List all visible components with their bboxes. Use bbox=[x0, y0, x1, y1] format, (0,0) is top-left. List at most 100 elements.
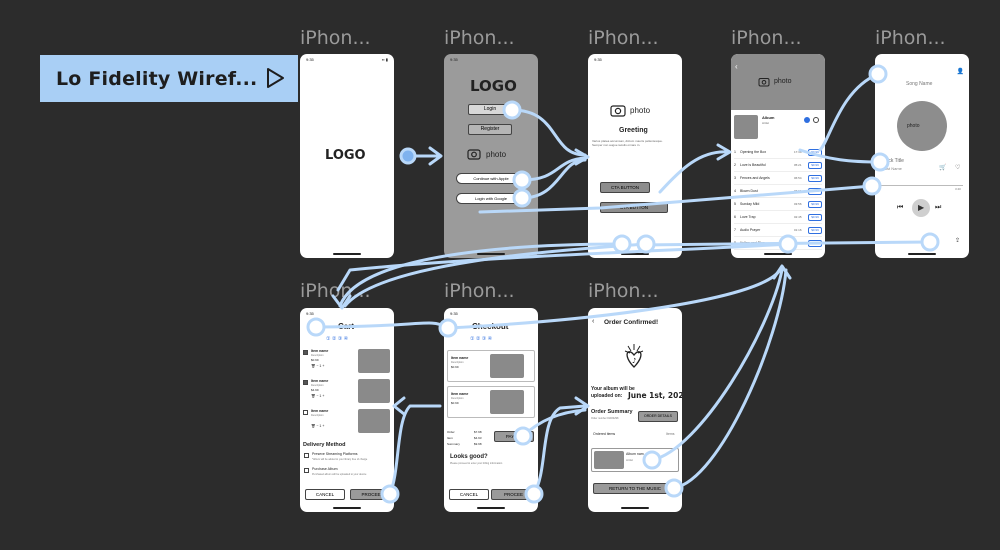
item-price: $4.99 bbox=[311, 388, 319, 392]
heart-icon[interactable]: ♡ bbox=[955, 165, 961, 171]
checkbox[interactable] bbox=[303, 380, 308, 385]
track-number: 4 bbox=[734, 189, 736, 193]
frame-title[interactable]: iPhon... bbox=[731, 27, 802, 49]
play-icon[interactable] bbox=[264, 67, 286, 89]
frame-login[interactable]: 9:35 LOGO Login Register photo Continue … bbox=[444, 54, 538, 258]
item-price: $0.99 bbox=[451, 401, 459, 405]
pay-now-button[interactable]: PAY NO bbox=[494, 431, 534, 442]
back-icon[interactable]: ‹ bbox=[592, 318, 595, 325]
buy-track-button[interactable]: $0.99 bbox=[808, 214, 822, 221]
frame-title[interactable]: iPhon... bbox=[588, 280, 659, 302]
upload-line1: Your album will be bbox=[591, 386, 635, 392]
buy-track-button[interactable]: $0.99 bbox=[808, 201, 822, 208]
frame-title[interactable]: iPhon... bbox=[300, 280, 371, 302]
register-button[interactable]: Register bbox=[468, 124, 512, 135]
login-google-button[interactable]: Login with Google bbox=[456, 193, 526, 204]
connector bbox=[388, 404, 442, 496]
buy-track-button[interactable]: $0.99 bbox=[808, 149, 822, 156]
checkbox[interactable] bbox=[303, 350, 308, 355]
cart-heading: Cart bbox=[338, 322, 355, 331]
play-pause-button[interactable] bbox=[912, 199, 930, 217]
progress-bar[interactable] bbox=[881, 185, 963, 186]
next-icon[interactable]: ⏭ bbox=[935, 204, 942, 211]
photo-label: photo bbox=[486, 150, 507, 159]
shuffle-icon[interactable] bbox=[813, 117, 819, 123]
back-icon[interactable]: ‹ bbox=[735, 62, 738, 71]
frame-title[interactable]: iPhon... bbox=[444, 27, 515, 49]
album-name: Album nam bbox=[626, 452, 644, 456]
track-number: 5 bbox=[734, 202, 736, 206]
share-icon[interactable]: ⇪ bbox=[955, 238, 961, 244]
quantity-stepper[interactable]: 🗑 − 1 + bbox=[311, 424, 325, 428]
track-time: 17:38 bbox=[794, 150, 802, 154]
option-note: Purchased album will be uploaded to your… bbox=[312, 473, 367, 476]
buy-track-button[interactable]: $0.99 bbox=[808, 175, 822, 182]
frame-title[interactable]: iPhon... bbox=[875, 27, 946, 49]
return-to-music-button[interactable]: RETURN TO THE MUSIC bbox=[593, 483, 677, 494]
cta-button[interactable]: CTA BUTTON bbox=[600, 202, 668, 213]
profile-icon[interactable]: 👤 bbox=[956, 69, 964, 75]
login-button[interactable]: Login bbox=[468, 104, 512, 115]
camera-icon bbox=[610, 105, 626, 117]
buy-track-button[interactable]: $0.99 bbox=[808, 188, 822, 195]
proceed-button[interactable]: PROCEE bbox=[491, 489, 536, 500]
arrowhead bbox=[392, 396, 406, 416]
order-details-button[interactable]: ORDER DETAILS bbox=[638, 411, 678, 422]
buy-track-button[interactable]: $0.99 bbox=[808, 162, 822, 169]
checkbox[interactable] bbox=[304, 453, 309, 458]
checkbox[interactable] bbox=[304, 468, 309, 473]
checkbox[interactable] bbox=[303, 410, 308, 415]
frame-greeting[interactable]: 9:35 photo Greeting Varius platea accums… bbox=[588, 54, 682, 258]
frame-player[interactable]: Song Name 👤 photo Track Title Artist Nam… bbox=[875, 54, 969, 258]
album-artist: Artist bbox=[762, 121, 769, 125]
order-label: Order bbox=[447, 430, 455, 434]
buy-track-button[interactable]: $0.99 bbox=[808, 240, 822, 247]
buy-track-button[interactable]: $0.99 bbox=[808, 227, 822, 234]
track-title: Track Title bbox=[881, 158, 904, 164]
cta-button[interactable]: CTA BUTTON bbox=[600, 182, 650, 193]
cancel-button[interactable]: CANCEL bbox=[305, 489, 345, 500]
home-indicator bbox=[908, 253, 936, 255]
frame-order-confirmed[interactable]: ‹ Order Confirmed! ♪ Your album will be … bbox=[588, 308, 682, 512]
connector bbox=[672, 268, 788, 490]
flow-starting-point[interactable]: Lo Fidelity Wiref... bbox=[40, 55, 298, 102]
proceed-button[interactable]: PROCEE bbox=[350, 489, 392, 500]
home-indicator bbox=[621, 507, 649, 509]
frame-title[interactable]: iPhon... bbox=[300, 27, 371, 49]
celebration-icon: ♪ bbox=[624, 344, 644, 368]
track-time: 05:21 bbox=[794, 163, 802, 167]
connector bbox=[336, 242, 790, 292]
stepper-icons: ① ② ③ ④ bbox=[470, 336, 493, 342]
item-description: Description bbox=[311, 354, 324, 357]
cancel-button[interactable]: CANCEL bbox=[449, 489, 489, 500]
item-description: Description bbox=[311, 414, 324, 417]
status-time: 9:35 bbox=[450, 57, 458, 62]
logo: LOGO bbox=[470, 77, 517, 95]
continue-apple-button[interactable]: Continue with Apple bbox=[456, 173, 526, 184]
quantity-stepper[interactable]: 🗑 − 1 + bbox=[311, 394, 325, 398]
frame-splash[interactable]: 9:35 ▪▪ ▮ LOGO bbox=[300, 54, 394, 258]
play-icon[interactable] bbox=[804, 117, 810, 123]
connector bbox=[532, 404, 587, 496]
quantity-stepper[interactable]: 🗑 − 1 + bbox=[311, 364, 325, 368]
previous-icon[interactable]: ⏮ bbox=[897, 204, 904, 211]
frame-title[interactable]: iPhon... bbox=[444, 280, 515, 302]
cart-icon[interactable]: 🛒 bbox=[939, 165, 947, 171]
frame-title[interactable]: iPhon... bbox=[588, 27, 659, 49]
